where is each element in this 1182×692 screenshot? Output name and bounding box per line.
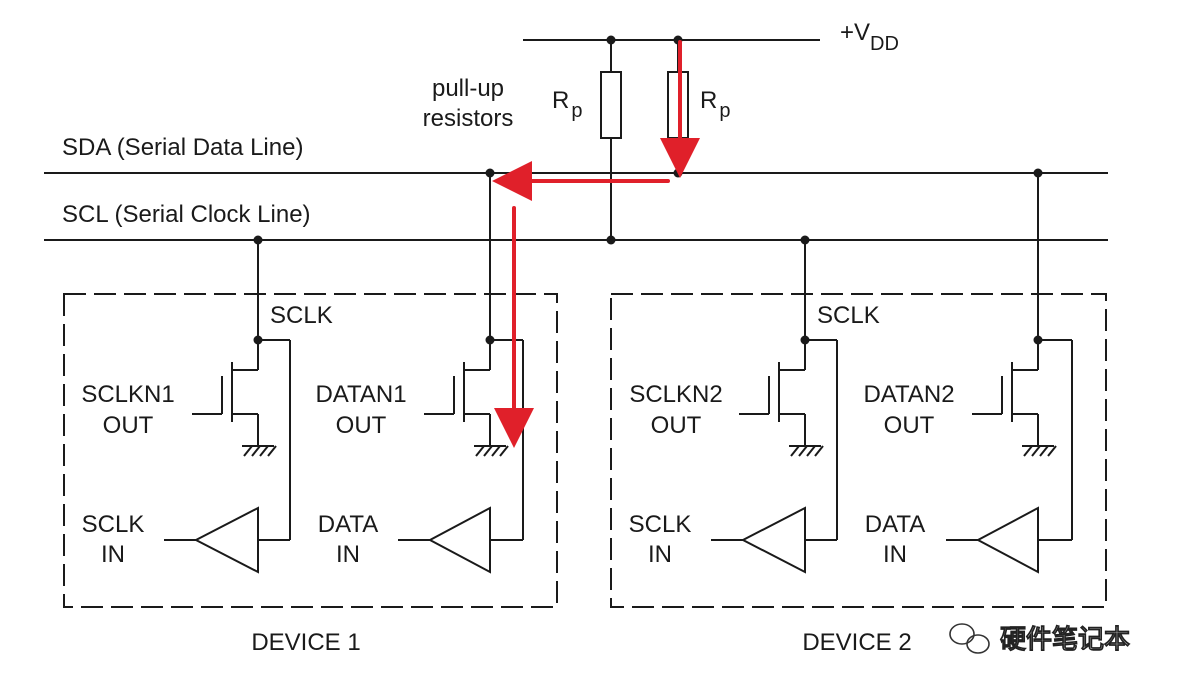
device-1-sclk-in-label-1: SCLK <box>82 511 145 538</box>
device-2-sclk-out-label-2: OUT <box>651 412 702 439</box>
device-2-box <box>610 293 1107 608</box>
device-1-sclk-out-label-2: OUT <box>103 412 154 439</box>
device-2-sclk-stage <box>711 240 838 574</box>
device-2-sclk-node <box>800 335 810 345</box>
device-1-sclk-label: SCLK <box>270 302 333 329</box>
pull-up-resistor-1 <box>600 40 622 240</box>
device-2-sclk-label: SCLK <box>817 302 880 329</box>
device-2-data-out-label-1: DATAN2 <box>863 381 954 408</box>
current-flow-arrows <box>492 40 700 448</box>
device-2-data-out-label-2: OUT <box>884 412 935 439</box>
junction-dots <box>253 35 1043 245</box>
wechat-icon <box>949 623 990 654</box>
device-1-sclk-out-label-1: SCLKN1 <box>81 381 174 408</box>
device-2-data-in-label-1: DATA <box>865 511 925 538</box>
device-1-data-node <box>485 335 495 345</box>
device-1-name: DEVICE 1 <box>251 629 360 656</box>
device-1-data-stage <box>398 173 524 574</box>
device-1-data-out-label-1: DATAN1 <box>315 381 406 408</box>
device-1-sclk-in-label-2: IN <box>101 541 125 568</box>
sda-label: SDA (Serial Data Line) <box>62 134 303 161</box>
device-1-data-in-label-2: IN <box>336 541 360 568</box>
watermark: 硬件笔记本 <box>949 623 1130 655</box>
device-2-name: DEVICE 2 <box>802 629 911 656</box>
device-1-sclk-stage <box>164 240 291 574</box>
device-2-data-in-label-2: IN <box>883 541 907 568</box>
device-2-sclk-in-label-1: SCLK <box>629 511 692 538</box>
device-2-sclk-out-label-1: SCLKN2 <box>629 381 722 408</box>
vdd-label: +VDD <box>840 19 899 55</box>
device-2-data-stage <box>946 173 1073 574</box>
pull-up-label-line1: pull-up <box>432 75 504 102</box>
scl-label: SCL (Serial Clock Line) <box>62 201 311 228</box>
device-2-data-node <box>1033 335 1043 345</box>
device-1-box <box>63 293 558 608</box>
device-2-sclk-in-label-2: IN <box>648 541 672 568</box>
device-1-data-out-label-2: OUT <box>336 412 387 439</box>
device-1-data-in-label-1: DATA <box>318 511 378 538</box>
device-1-sclk-node <box>253 335 263 345</box>
watermark-text: 硬件笔记本 <box>1000 624 1130 655</box>
pull-up-label-line2: resistors <box>423 105 514 132</box>
